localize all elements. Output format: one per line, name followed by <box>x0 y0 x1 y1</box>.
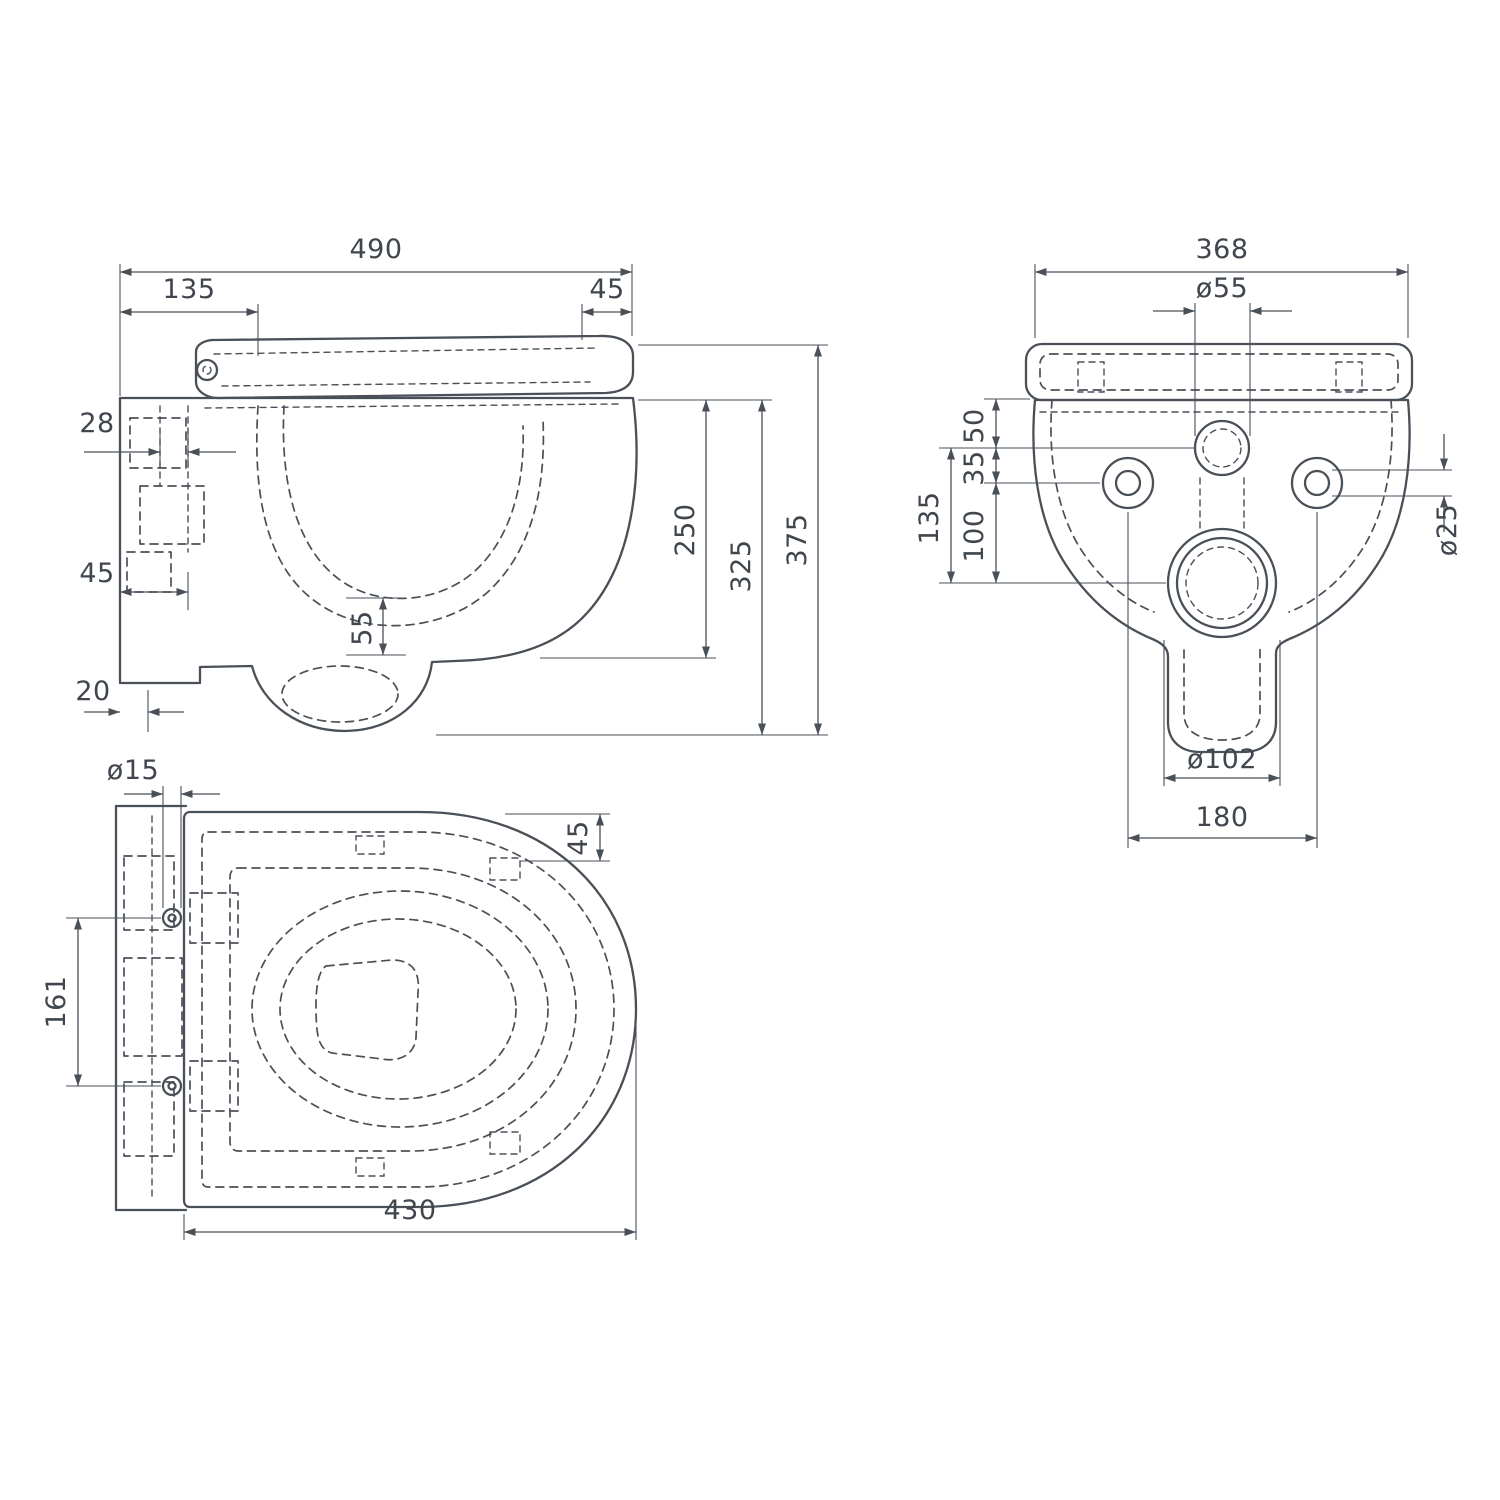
top-wall-bracket <box>114 804 188 1212</box>
top-water-spot <box>315 959 420 1061</box>
rear-fixing-hole-right <box>1290 456 1344 510</box>
dim-rear-fixing-drop: 35 <box>959 450 990 485</box>
dim-rear-fixing-centres: 180 <box>1195 802 1248 833</box>
dim-top-seat-depth: 430 <box>383 1195 436 1226</box>
dim-side-inlet-offset: 45 <box>79 558 114 589</box>
rear-body <box>1032 398 1411 754</box>
side-hinge <box>195 358 219 382</box>
dim-side-bottom-gap: 20 <box>75 676 110 707</box>
dim-rear-fixing-to-outlet: 100 <box>959 509 990 562</box>
dim-side-seat-hinge-offset: 135 <box>162 274 215 305</box>
top-hinge-hole-upper <box>161 907 183 929</box>
top-seat-ring-outer <box>201 831 615 1188</box>
rear-outlet <box>1166 527 1278 639</box>
dim-side-lid-edge: 45 <box>589 274 624 305</box>
rear-view-drawing <box>1024 342 1414 754</box>
dim-side-trap-depth: 55 <box>347 610 378 645</box>
top-hidden-detail-lines <box>123 815 521 1201</box>
side-body <box>118 396 638 733</box>
side-view: 490 135 45 28 45 55 <box>75 234 828 736</box>
top-view-drawing <box>114 804 638 1212</box>
top-hinge-hole-lower <box>161 1075 183 1097</box>
top-bowl-opening <box>279 918 517 1100</box>
side-view-drawing <box>118 334 638 733</box>
top-view-dimensions: ø15 45 161 430 <box>41 755 637 1240</box>
dim-rear-inlet-drop: 50 <box>959 408 990 443</box>
rear-hidden-detail-lines <box>1039 399 1404 741</box>
dim-side-rim-height: 250 <box>670 503 701 556</box>
side-view-dimensions: 490 135 45 28 45 55 <box>75 234 828 736</box>
top-lid-outline <box>182 810 638 1209</box>
dim-side-wall-gap: 28 <box>79 408 114 439</box>
top-view: ø15 45 161 430 <box>41 755 638 1240</box>
side-seat-lid <box>194 334 635 400</box>
dim-top-hinge-hole-diameter: ø15 <box>107 755 159 786</box>
top-bowl-rim <box>251 890 549 1128</box>
dim-rear-overall-width: 368 <box>1195 234 1248 265</box>
dim-rear-fixing-hole-diameter: ø25 <box>1432 504 1463 556</box>
rear-view-dimensions: 368 ø55 50 35 100 135 <box>914 234 1463 848</box>
dim-side-overall-height: 375 <box>782 513 813 566</box>
side-hinge-pin <box>202 365 212 375</box>
rear-view: 368 ø55 50 35 100 135 <box>914 234 1463 848</box>
dim-side-overall-width: 490 <box>349 234 402 265</box>
dim-top-lid-overhang: 45 <box>563 820 594 855</box>
dim-rear-outlet-diameter: ø102 <box>1187 744 1257 775</box>
rear-fixing-hole-left <box>1101 456 1155 510</box>
dim-side-body-height: 325 <box>726 539 757 592</box>
dim-rear-inlet-diameter: ø55 <box>1196 273 1248 304</box>
dim-rear-inlet-to-outlet: 135 <box>914 491 945 544</box>
top-seat-ring-inner <box>229 867 577 1152</box>
rear-seat-lid <box>1024 342 1414 402</box>
dim-top-hinge-centres: 161 <box>41 975 72 1028</box>
